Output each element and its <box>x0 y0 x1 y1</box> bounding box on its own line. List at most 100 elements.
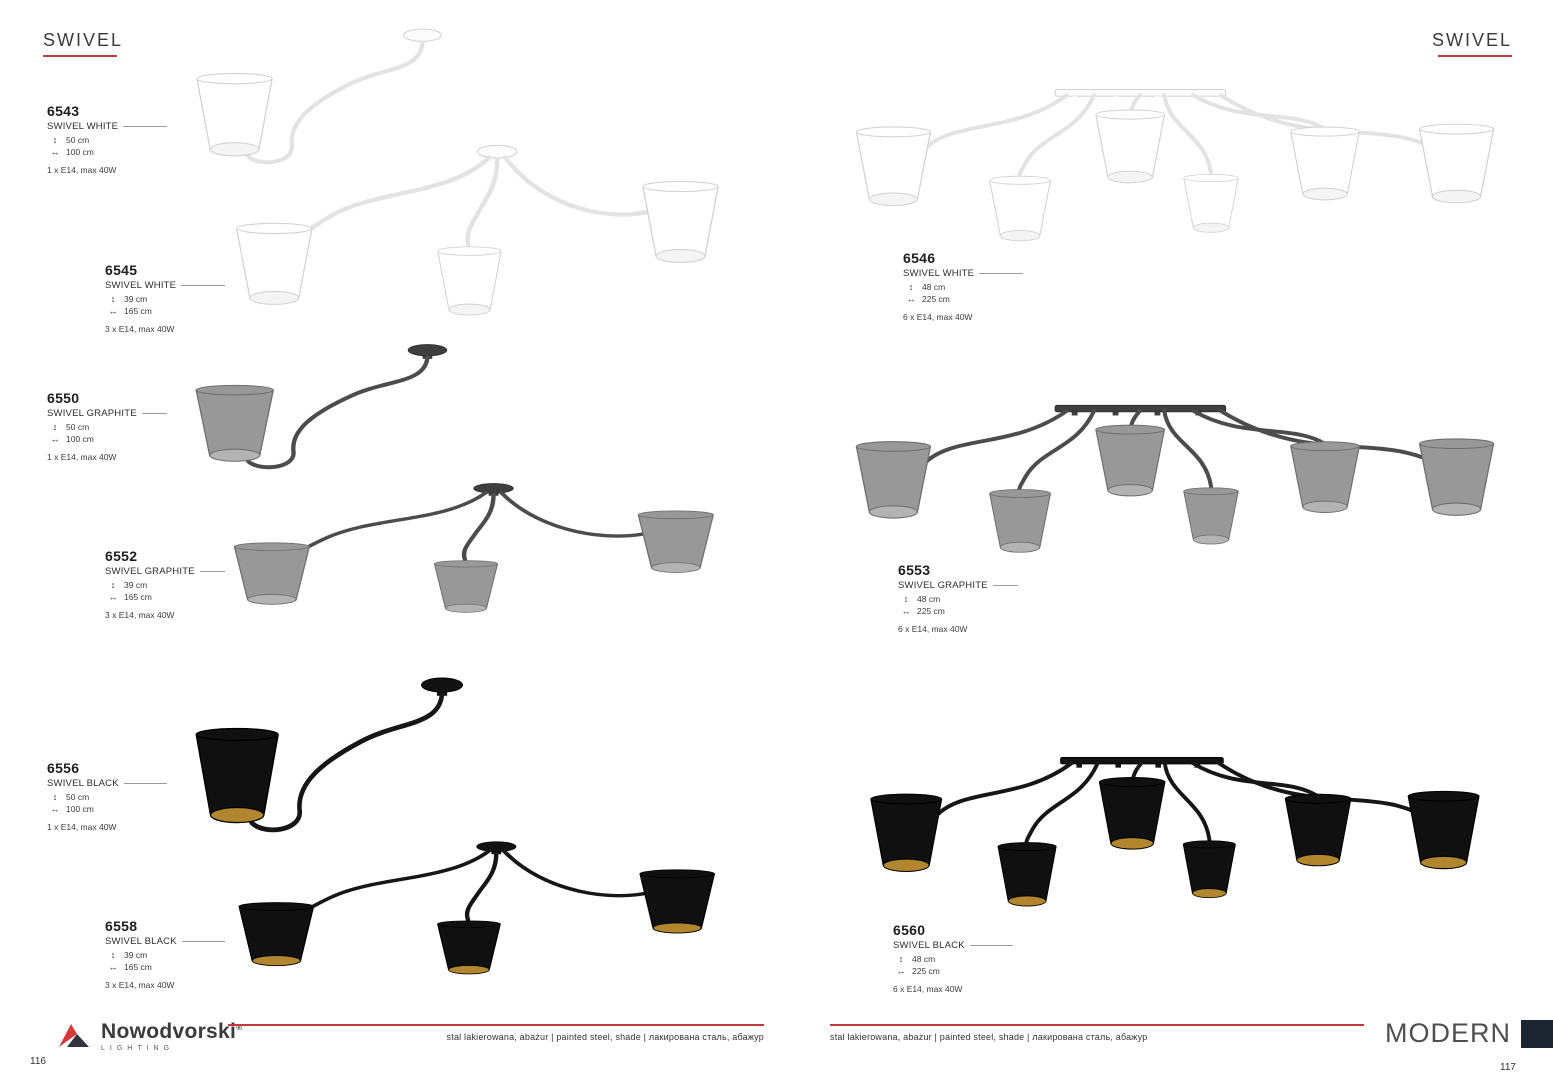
product-code: 6550 <box>47 390 80 406</box>
product-code: 6560 <box>893 922 926 938</box>
product-illustration-6550 <box>148 338 466 490</box>
red-rule <box>228 1024 764 1026</box>
product-code: 6558 <box>105 918 138 934</box>
product-width: 225 cm <box>912 966 940 976</box>
product-illustration-6552 <box>198 478 730 626</box>
product-height: 50 cm <box>66 134 90 145</box>
page-number-left: 116 <box>30 1056 46 1067</box>
brand-subtitle: LIGHTING <box>101 1045 175 1052</box>
product-bulb-spec: 3 x E14, max 40W <box>105 324 175 334</box>
product-name: SWIVEL WHITE <box>903 268 975 279</box>
product-name: SWIVEL BLACK <box>105 936 177 947</box>
product-width: 165 cm <box>124 962 152 972</box>
name-divider-line <box>979 273 1023 274</box>
page-title: SWIVEL <box>1431 30 1512 50</box>
product-width: 165 cm <box>124 592 152 602</box>
product-name: SWIVEL GRAPHITE <box>898 580 988 591</box>
name-divider-line <box>181 285 225 286</box>
header-underline <box>1438 55 1512 57</box>
product-code: 6556 <box>47 760 80 776</box>
product-info-6546: 6546 SWIVEL WHITE ↕48 cm ↔225 cm 6 x E14… <box>903 250 1023 322</box>
materials-text: stal lakierowana, abażur | painted steel… <box>830 1032 1148 1042</box>
page-title: SWIVEL <box>43 30 124 50</box>
product-code: 6543 <box>47 103 80 119</box>
product-width: 100 cm <box>66 147 94 157</box>
width-arrow-icon: ↔ <box>108 306 118 316</box>
product-bulb-spec: 3 x E14, max 40W <box>105 980 175 990</box>
product-info-6560: 6560 SWIVEL BLACK ↕ 48 cm ↔ 225 cm 6 x E14… <box>893 922 1013 994</box>
product-name: SWIVEL BLACK <box>893 940 965 951</box>
name-divider-line <box>123 126 167 127</box>
width-arrow-icon: ↔ <box>50 434 60 444</box>
product-height: 39 cm <box>124 579 148 590</box>
product-height: 48 cm <box>912 953 936 964</box>
name-divider-line <box>181 941 225 942</box>
product-name: SWIVEL WHITE <box>47 121 119 132</box>
width-arrow-icon: ↔ <box>50 804 60 814</box>
height-arrow-icon: ↕ <box>110 579 116 590</box>
name-divider-line <box>199 571 225 572</box>
right-page-header: SWIVEL <box>1432 30 1512 57</box>
page-number-right: 117 <box>1500 1062 1516 1073</box>
width-arrow-icon: ↔ <box>50 147 60 157</box>
product-illustration-6556 <box>145 670 483 858</box>
height-arrow-icon: ↕ <box>52 791 58 802</box>
red-rule <box>830 1024 1364 1026</box>
width-arrow-icon: ↔ <box>901 606 911 616</box>
product-height: 39 cm <box>124 949 148 960</box>
product-bulb-spec: 1 x E14, max 40W <box>47 822 117 832</box>
product-illustration-6546 <box>833 82 1515 257</box>
name-divider-line <box>123 783 167 784</box>
nowodvorski-logo-icon <box>59 1024 89 1047</box>
height-arrow-icon: ↕ <box>110 293 116 304</box>
product-info-6552: 6552 SWIVEL GRAPHITE ↕ 39 cm ↔ 165 cm 3 x … <box>105 548 225 620</box>
height-arrow-icon: ↕ <box>110 949 116 960</box>
left-page-header: SWIVEL <box>43 30 123 57</box>
materials-strip-right: stal lakierowana, abażur | painted steel… <box>830 1024 1364 1042</box>
product-bulb-spec: 3 x E14, max 40W <box>105 610 175 620</box>
product-bulb-spec: 6 x E14, max 40W <box>893 984 963 994</box>
product-bulb-spec: 1 x E14, max 40W <box>47 165 117 175</box>
product-info-6556: 6556 SWIVEL BLACK ↕50 cm ↔100 cm 1 x E14… <box>47 760 167 832</box>
category-label: MODERN <box>1385 1018 1511 1048</box>
product-illustration-6545 <box>200 138 735 333</box>
product-width: 225 cm <box>922 294 950 304</box>
height-arrow-icon: ↕ <box>898 953 904 964</box>
brand-name: Nowodvorski® <box>101 1020 242 1044</box>
brand-wordmark: Nowodvorski <box>101 1020 237 1043</box>
product-name: SWIVEL GRAPHITE <box>105 566 195 577</box>
product-code: 6552 <box>105 548 138 564</box>
product-info-6545: 6545 SWIVEL WHITE ↕39 cm ↔165 cm 3 x E14… <box>105 262 225 334</box>
height-arrow-icon: ↕ <box>52 134 58 145</box>
height-arrow-icon: ↕ <box>52 421 58 432</box>
product-bulb-spec: 1 x E14, max 40W <box>47 452 117 462</box>
product-bulb-spec: 6 x E14, max 40W <box>898 624 968 634</box>
header-underline <box>43 55 117 57</box>
product-illustration-6553 <box>833 398 1515 568</box>
materials-strip-left: stal lakierowana, abażur | painted steel… <box>228 1024 764 1042</box>
name-divider-line <box>969 945 1013 946</box>
width-arrow-icon: ↔ <box>108 592 118 602</box>
width-arrow-icon: ↔ <box>896 966 906 976</box>
category-block: MODERN <box>1385 1018 1553 1049</box>
product-name: SWIVEL WHITE <box>105 280 177 291</box>
product-height: 39 cm <box>124 293 148 304</box>
name-divider-line <box>992 585 1018 586</box>
brand-logo-block: Nowodvorski® LIGHTING <box>58 1020 242 1052</box>
product-info-6550: 6550 SWIVEL GRAPHITE ↕50 cm ↔100 cm 1 x … <box>47 390 167 462</box>
product-width: 225 cm <box>917 606 945 616</box>
product-height: 50 cm <box>66 421 90 432</box>
width-arrow-icon: ↔ <box>906 294 916 304</box>
product-height: 48 cm <box>917 593 941 604</box>
product-width: 100 cm <box>66 804 94 814</box>
height-arrow-icon: ↕ <box>903 593 909 604</box>
product-info-6558: 6558 SWIVEL BLACK ↕ 39 cm ↔ 165 cm 3 x E14… <box>105 918 225 990</box>
category-color-swatch <box>1521 1019 1553 1048</box>
width-arrow-icon: ↔ <box>108 962 118 972</box>
name-divider-line <box>141 413 167 414</box>
product-code: 6553 <box>898 562 931 578</box>
product-width: 165 cm <box>124 306 152 316</box>
product-name: SWIVEL BLACK <box>47 778 119 789</box>
product-illustration-6558 <box>203 836 731 988</box>
product-info-6553: 6553 SWIVEL GRAPHITE ↕ 48 cm ↔ 225 cm 6 x … <box>898 562 1018 634</box>
